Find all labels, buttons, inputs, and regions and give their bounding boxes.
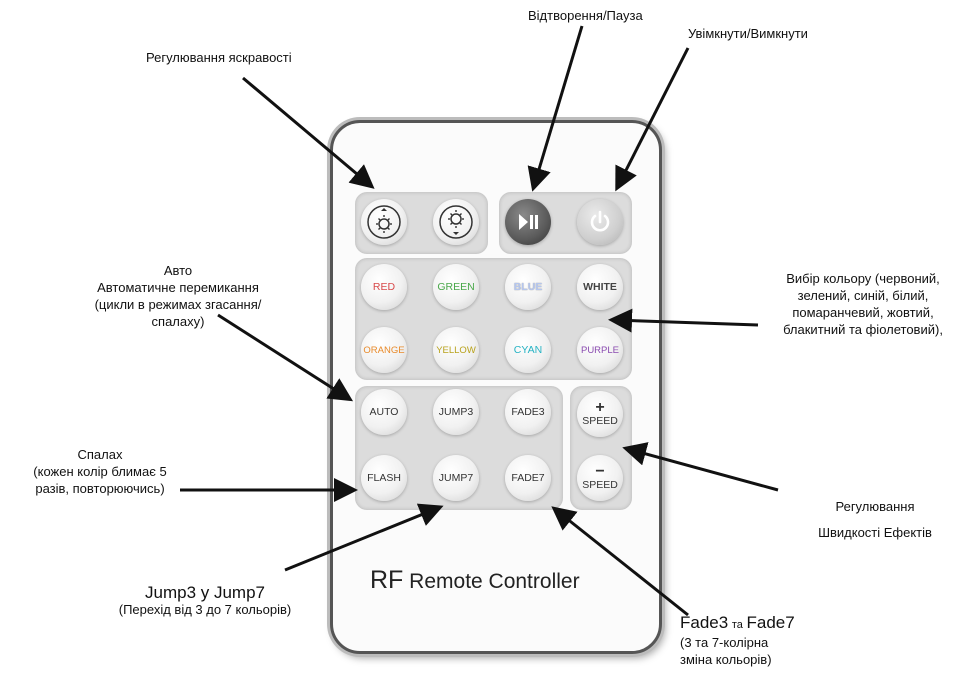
color-button-green[interactable]: GREEN [433,264,479,310]
arrow-speed [622,442,779,492]
speed-down-button[interactable]: − SPEED [577,455,623,501]
color-button-purple[interactable]: PURPLE [577,327,623,373]
label-color-select: Вибір кольору (червоний, зелений, синій,… [783,271,943,337]
label-power: Увімкнути/Вимкнути [688,26,808,41]
arrow-color [608,308,759,333]
arrow-power [615,47,690,192]
color-button-orange[interactable]: ORANGE [361,327,407,373]
remote-title: RF Remote Controller [370,566,580,595]
color-button-cyan[interactable]: CYAN [505,327,551,373]
arrow-brightness [242,76,375,189]
fade7-button[interactable]: FADE7 [505,455,551,501]
sun-down-icon [439,205,473,239]
label-fade: Fade3 та Fade7 (3 та 7-колірна зміна кол… [680,613,795,667]
fade3-button[interactable]: FADE3 [505,389,551,435]
speed-up-button[interactable]: + SPEED [577,391,623,437]
remote-title-rf: RF [370,566,404,594]
label-play-pause: Відтворення/Пауза [528,8,643,23]
sun-up-icon [367,205,401,239]
minus-icon: − [595,463,605,480]
label-brightness: Регулювання яскравості [146,50,292,65]
jump3-button[interactable]: JUMP3 [433,389,479,435]
plus-icon: + [595,399,605,416]
arrow-play-pause [527,25,584,192]
remote-title-rest: Remote Controller [409,570,580,593]
power-icon [590,210,610,232]
jump7-button[interactable]: JUMP7 [433,455,479,501]
color-button-blue[interactable]: BLUE [505,264,551,310]
flash-button[interactable]: FLASH [361,455,407,501]
play-pause-icon [519,214,538,230]
power-button[interactable] [577,199,623,245]
color-button-white[interactable]: WHITE [577,264,623,310]
label-auto: Авто Автоматичне перемикання (цикли в ре… [94,263,262,329]
speed-down-label: SPEED [582,479,618,491]
label-flash: Спалах (кожен колір блимає 5 разів, повт… [33,447,167,496]
color-button-yellow[interactable]: YELLOW [433,327,479,373]
color-button-red[interactable]: RED [361,264,407,310]
label-speed: Регулювання Швидкості Ефектів [818,499,932,540]
label-jump: Jump3 у Jump7 (Перехід від 3 до 7 кольор… [118,583,292,617]
arrow-auto [217,313,354,402]
play-pause-button[interactable] [505,199,551,245]
speed-up-label: SPEED [582,415,618,427]
arrow-fade [551,506,689,617]
brightness-up-button[interactable] [361,199,407,245]
brightness-down-button[interactable] [433,199,479,245]
auto-button[interactable]: AUTO [361,389,407,435]
arrow-jump [284,503,444,572]
